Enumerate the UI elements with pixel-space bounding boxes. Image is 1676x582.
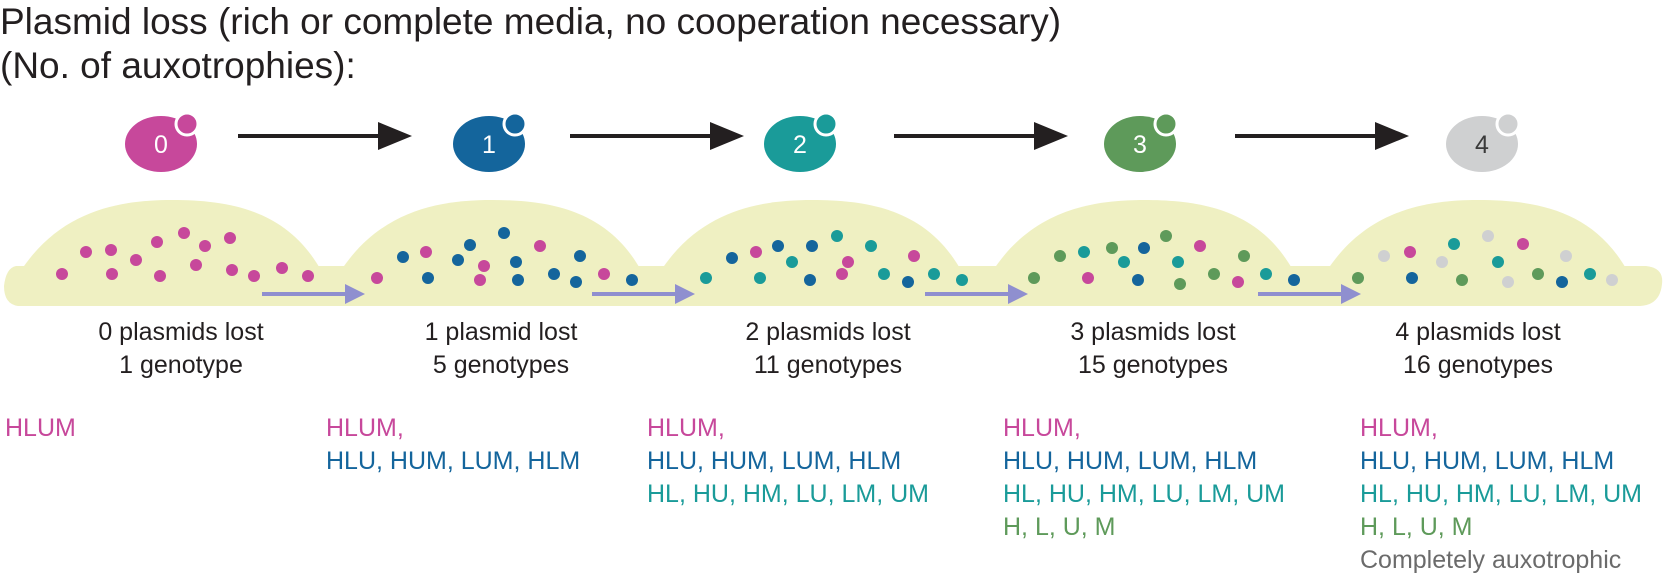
yeast-cell-2-label: 2 — [793, 131, 807, 159]
colony-dots-2 — [371, 227, 638, 288]
stage-label-0: 0 plasmids lost 1 genotype — [21, 316, 341, 382]
colony-band — [4, 266, 1663, 306]
genotype-two-auxotrophies: HL, HU, HM, LU, LM, UM — [1360, 480, 1642, 508]
stage-3-genotypes: 15 genotypes — [1077, 351, 1229, 379]
genotype-two-auxotrophies: HL, HU, HM, LU, LM, UM — [1003, 480, 1285, 508]
stage-4-plasmids: 4 plasmids lost — [1395, 318, 1561, 346]
colony-dots-4 — [1028, 230, 1300, 290]
genotype-zero-auxotrophies: HLUM, — [1003, 414, 1081, 442]
stage-label-3: 3 plasmids lost 15 genotypes — [993, 316, 1313, 382]
genotype-zero-auxotrophies: HLUM — [5, 414, 76, 442]
yeast-cell-3: 3 — [1104, 111, 1179, 172]
genotype-four-auxotrophies: Completely auxotrophic — [1360, 546, 1622, 574]
progression-arrow-1 — [238, 122, 412, 150]
yeast-cell-2: 2 — [764, 111, 839, 172]
transfer-arrow-4 — [1258, 284, 1361, 304]
colony-mound-5 — [1326, 200, 1628, 272]
title-line-1: Plasmid loss (rich or complete media, no… — [0, 1, 1062, 42]
transfer-arrow-3 — [925, 284, 1028, 304]
transfer-arrow-1 — [262, 284, 365, 304]
colony-dots-3 — [700, 230, 968, 288]
genotype-two-auxotrophies: HL, HU, HM, LU, LM, UM — [647, 480, 929, 508]
title-line-2: (No. of auxotrophies): — [0, 45, 356, 86]
stage-label-2: 2 plasmids lost 11 genotypes — [668, 316, 988, 382]
yeast-cell-1-label: 1 — [482, 131, 496, 159]
progression-arrow-4 — [1235, 122, 1409, 150]
genotype-list-3: HLUM, HLU, HUM, LUM, HLM HL, HU, HM, LU,… — [1003, 412, 1285, 544]
transfer-arrow-2 — [592, 284, 695, 304]
stage-1-genotypes: 5 genotypes — [432, 351, 570, 379]
stage-1-plasmids: 1 plasmid lost — [424, 318, 578, 346]
stage-3-plasmids: 3 plasmids lost — [1070, 318, 1236, 346]
colony-mound-2 — [340, 200, 642, 272]
yeast-cell-3-label: 3 — [1133, 131, 1147, 159]
genotype-one-auxotrophy: HLU, HUM, LUM, HLM — [1360, 447, 1615, 475]
yeast-cell-0: 0 — [125, 111, 200, 172]
colony-dots-1 — [56, 227, 314, 282]
genotype-one-auxotrophy: HLU, HUM, LUM, HLM — [1003, 447, 1258, 475]
genotype-zero-auxotrophies: HLUM, — [326, 414, 404, 442]
stage-0-genotypes: 1 genotype — [119, 351, 243, 379]
genotype-zero-auxotrophies: HLUM, — [647, 414, 725, 442]
genotype-three-auxotrophies: H, L, U, M — [1003, 513, 1116, 541]
genotype-zero-auxotrophies: HLUM, — [1360, 414, 1438, 442]
stage-label-4: 4 plasmids lost 16 genotypes — [1318, 316, 1638, 382]
title: Plasmid loss (rich or complete media, no… — [0, 0, 1061, 88]
progression-arrow-2 — [570, 122, 744, 150]
stage-2-genotypes: 11 genotypes — [753, 351, 903, 379]
stage-label-1: 1 plasmid lost 5 genotypes — [341, 316, 661, 382]
stage-2-plasmids: 2 plasmids lost — [745, 318, 911, 346]
yeast-cell-0-label: 0 — [154, 131, 168, 159]
stage-4-genotypes: 16 genotypes — [1402, 351, 1554, 379]
genotype-one-auxotrophy: HLU, HUM, LUM, HLM — [647, 447, 902, 475]
genotype-list-4: HLUM, HLU, HUM, LUM, HLM HL, HU, HM, LU,… — [1360, 412, 1642, 577]
genotype-list-1: HLUM, HLU, HUM, LUM, HLM — [326, 412, 580, 478]
genotype-three-auxotrophies: H, L, U, M — [1360, 513, 1473, 541]
colony-mound-4 — [992, 200, 1294, 272]
yeast-cell-1: 1 — [453, 111, 528, 172]
genotype-one-auxotrophy: HLU, HUM, LUM, HLM — [326, 447, 581, 475]
stage-0-plasmids: 0 plasmids lost — [98, 318, 264, 346]
progression-arrow-3 — [894, 122, 1068, 150]
colony-dots-5 — [1352, 230, 1618, 288]
genotype-list-2: HLUM, HLU, HUM, LUM, HLM HL, HU, HM, LU,… — [647, 412, 929, 511]
yeast-cell-4-label: 4 — [1475, 131, 1489, 159]
colony-mound-1 — [20, 200, 322, 272]
yeast-cell-4: 4 — [1446, 111, 1521, 172]
genotype-list-0: HLUM — [5, 412, 76, 445]
